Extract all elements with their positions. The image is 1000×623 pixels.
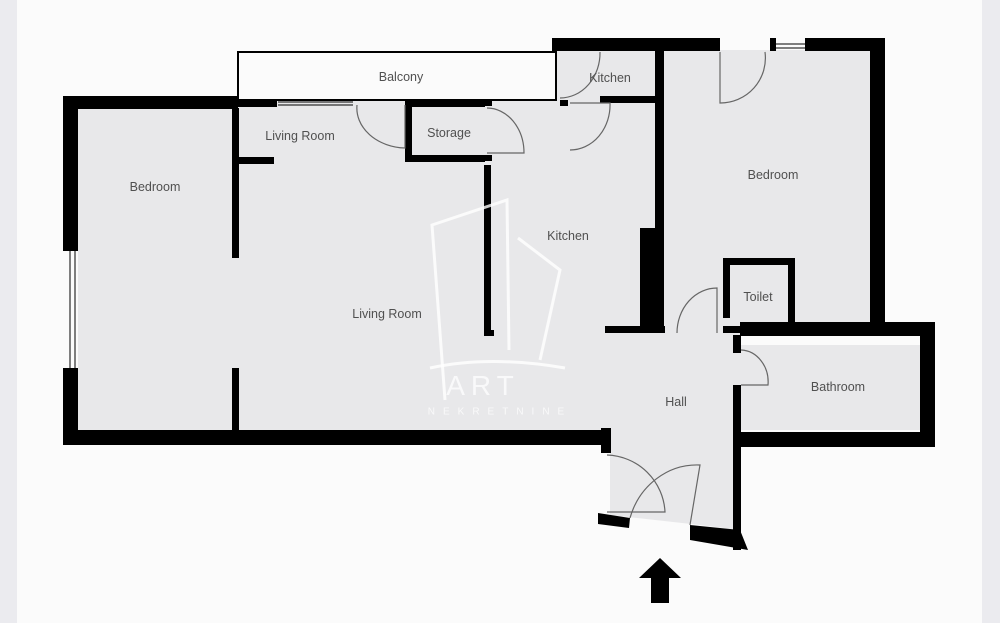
watermark-logo [429, 197, 566, 401]
room-label-toilet: Toilet [743, 290, 773, 304]
room-label-living-room: Living Room [352, 307, 422, 321]
floor-areas [78, 50, 920, 530]
room-label-bathroom: Bathroom [810, 380, 866, 394]
windows [69, 43, 805, 368]
room-label-hall: Hall [665, 395, 687, 409]
watermark-title: ART [446, 370, 520, 401]
entrance-arrow-icon [639, 558, 681, 603]
door-swings [356, 51, 769, 526]
room-label-bedroom-right: Bedroom [747, 168, 799, 182]
room-label-balcony: Balcony [378, 70, 424, 84]
room-label-kitchen: Kitchen [547, 229, 589, 243]
walls [63, 38, 935, 550]
room-label-bedroom-left: Bedroom [129, 180, 181, 194]
room-label-storage: Storage [427, 126, 471, 140]
balcony-area [237, 51, 557, 101]
room-label-kitchen-small: Kitchen [589, 71, 631, 85]
room-label-living-room-small: Living Room [265, 129, 335, 143]
watermark-subtitle: NEKRETNINE [427, 406, 573, 418]
